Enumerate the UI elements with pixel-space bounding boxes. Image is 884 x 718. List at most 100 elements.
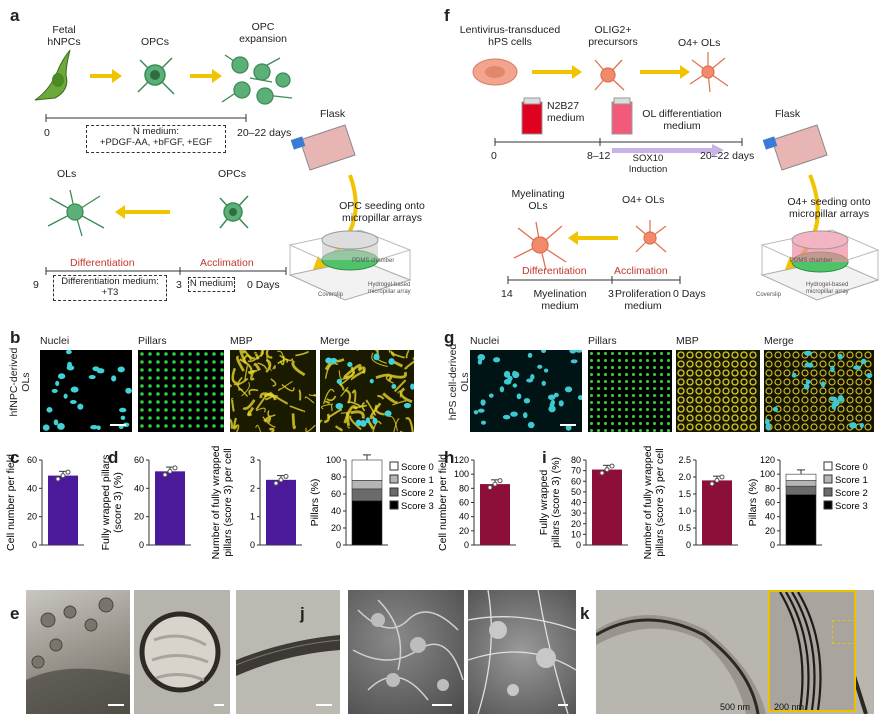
mbp-ring	[740, 423, 748, 431]
nucleus-dot	[803, 383, 810, 390]
pillar-dot	[148, 392, 152, 396]
nucleus-dot	[516, 393, 522, 400]
opc-seeding-label: OPC seeding onto micropillar arrays	[339, 200, 425, 225]
mbp-fiber	[356, 350, 359, 352]
mbp-fiber	[255, 424, 262, 432]
pillar-dot	[204, 352, 208, 356]
mbp-ring	[774, 387, 782, 395]
legend-label: Score 3	[401, 501, 434, 512]
stacked-bar-score-1	[785, 480, 817, 487]
pillar-dot	[659, 400, 664, 405]
nucleus-dot	[120, 415, 126, 420]
mbp-fiber	[393, 418, 400, 432]
mbp-fiber	[308, 394, 316, 397]
tick-f-0-days: 0 Days	[673, 288, 706, 300]
mbp-ring	[704, 387, 712, 395]
mbp-ring	[677, 414, 685, 422]
mbp-ring	[828, 378, 836, 386]
pillar-dot	[212, 408, 216, 412]
data-point	[599, 470, 605, 476]
mbp-fiber	[255, 407, 266, 413]
mbp-ring	[713, 351, 721, 359]
y-tick-label: 50	[571, 487, 581, 497]
mbp-ring	[846, 387, 854, 395]
mbp-ring	[677, 387, 685, 395]
nucleus-dot	[481, 420, 487, 425]
pillar-dot	[645, 421, 650, 426]
nucleus-dot	[70, 386, 79, 393]
pillar-dot	[589, 365, 594, 370]
pillar-dot	[617, 372, 622, 377]
mbp-ring	[855, 387, 863, 395]
nucleus-dot	[547, 394, 556, 401]
pillar-dot	[631, 365, 636, 370]
mbp-fiber	[390, 371, 407, 379]
pillar-dot	[188, 376, 192, 380]
mbp-ring	[774, 378, 782, 386]
nucleus-dot	[329, 357, 338, 364]
mbp-fiber	[412, 356, 414, 360]
mbp-ring	[855, 378, 863, 386]
pillar-dot	[180, 384, 184, 388]
pillar-dot	[596, 386, 601, 391]
pillar-dot	[180, 408, 184, 412]
pillar-dot	[212, 400, 216, 404]
mbp-ring	[704, 351, 712, 359]
pillar-dot	[220, 392, 224, 396]
pillar-dot	[645, 358, 650, 363]
pillar-dot	[596, 428, 601, 432]
pillar-dot	[645, 386, 650, 391]
legend-label: Score 1	[401, 475, 434, 486]
mbp-ring	[783, 405, 791, 413]
pillar-dot	[631, 351, 636, 356]
mbp-fiber	[272, 365, 276, 370]
pillar-dot	[638, 428, 643, 432]
mbp-ring	[704, 360, 712, 368]
mbp-ring	[846, 360, 854, 368]
pillar-dot	[180, 424, 184, 428]
pillar-dot	[610, 393, 615, 398]
mbp-fiber	[351, 389, 357, 403]
pillar-dot	[140, 424, 144, 428]
stacked-bar-score-1	[351, 480, 383, 490]
chamber-side-label-f: Hydrogel-based micropillar array	[806, 282, 849, 295]
nucleus-dot	[55, 380, 60, 387]
pillar-dot	[140, 360, 144, 364]
panel-a-schematic	[34, 49, 412, 301]
bar	[155, 471, 185, 545]
y-tick-label: 40	[765, 512, 775, 522]
pillar-dot	[652, 421, 657, 426]
micrograph-pillars-b	[138, 350, 224, 432]
pillar-dot	[180, 368, 184, 372]
mbp-ring	[801, 414, 809, 422]
pillar-dot	[220, 400, 224, 404]
mbp-fiber	[230, 418, 234, 429]
pillar-dot	[156, 392, 160, 396]
pillar-dot	[596, 365, 601, 370]
nucleus-dot	[96, 425, 101, 431]
pillar-dot	[666, 407, 671, 412]
mbp-fiber	[322, 388, 335, 405]
n2b27-tube-icon	[521, 97, 543, 135]
pillar-dot	[589, 379, 594, 384]
coverslip-label-f: Coverslip	[756, 292, 782, 298]
mbp-fiber	[371, 352, 389, 368]
pillar-dot	[596, 393, 601, 398]
nucleus-dot	[503, 370, 511, 378]
opc-cell-icon-2	[219, 195, 249, 229]
scale-bar	[560, 424, 576, 426]
mbp-fiber	[232, 417, 238, 430]
data-point	[283, 473, 289, 479]
mbp-ring	[783, 414, 791, 422]
mbp-ring	[695, 423, 703, 431]
nucleus-dot	[804, 350, 813, 356]
col-label-mbp-b: MBP	[230, 335, 253, 347]
mbp-fiber	[404, 360, 414, 370]
pillar-dot	[220, 408, 224, 412]
mbp-ring	[864, 378, 872, 386]
nucleus-dot	[866, 372, 873, 378]
mbp-ring	[837, 405, 845, 413]
mbp-ring	[695, 414, 703, 422]
pillar-dot	[659, 407, 664, 412]
pillar-dot	[652, 414, 657, 419]
